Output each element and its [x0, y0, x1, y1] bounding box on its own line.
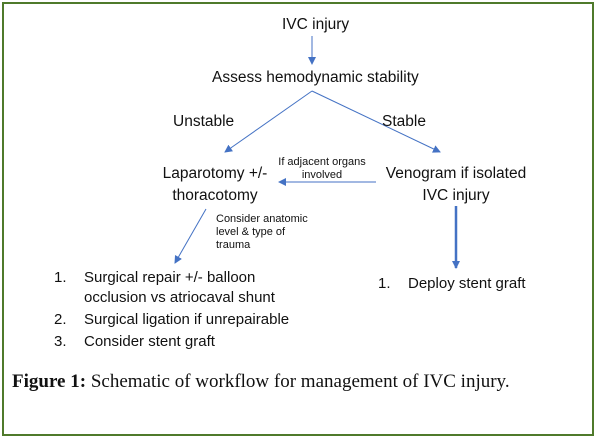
label-adjacent-organs-line1: If adjacent organs: [278, 156, 366, 168]
label-consider-line3: trauma: [216, 239, 251, 251]
left-step-2-num: 2.: [54, 311, 67, 328]
left-step-1-text: Surgical repair +/- balloon: [84, 269, 256, 286]
caption-label: Figure 1:: [12, 371, 87, 392]
right-step-1-num: 1.: [378, 275, 391, 292]
left-step-2-text: Surgical ligation if unrepairable: [84, 311, 290, 328]
right-steps-list: 1. Deploy stent graft: [378, 274, 526, 296]
left-steps-list: 1. Surgical repair +/- balloon occlusion…: [54, 268, 289, 354]
branch-label-stable: Stable: [382, 113, 426, 130]
node-root: IVC injury: [282, 16, 350, 33]
node-assess: Assess hemodynamic stability: [212, 69, 419, 86]
label-adjacent-organs-line2: involved: [301, 169, 343, 181]
left-step-1: 1. Surgical repair +/- balloon occlusion…: [54, 268, 289, 308]
figure-caption: Figure 1: Schematic of workflow for mana…: [12, 368, 577, 395]
left-step-1-num: 1.: [54, 269, 67, 286]
node-laparotomy-line1: Laparotomy +/-: [162, 165, 268, 182]
left-step-3-text: Consider stent graft: [84, 333, 215, 350]
arrow-assess-to-left: [224, 90, 313, 153]
branch-label-unstable: Unstable: [173, 113, 235, 130]
node-venogram: Venogram if isolated IVC injury: [376, 163, 536, 207]
left-step-3-num: 3.: [54, 333, 67, 350]
node-laparotomy: Laparotomy +/- thoracotomy: [140, 163, 290, 207]
node-venogram-line1: Venogram if isolated: [385, 165, 527, 182]
arrow-assess-to-right: [311, 90, 441, 153]
node-laparotomy-line2: thoracotomy: [172, 187, 258, 204]
left-step-3: 3. Consider stent graft: [54, 332, 289, 352]
label-consider-line2: level & type of: [216, 226, 286, 238]
left-step-1-cont: occlusion vs atriocaval shunt: [84, 289, 275, 306]
right-step-1-text: Deploy stent graft: [408, 275, 526, 292]
node-venogram-line2: IVC injury: [422, 187, 490, 204]
right-step-1: 1. Deploy stent graft: [378, 274, 526, 294]
caption-text: Schematic of workflow for management of …: [90, 371, 510, 392]
left-step-2: 2. Surgical ligation if unrepairable: [54, 310, 289, 330]
arrow-left-to-steps: [174, 208, 207, 264]
label-consider-anatomic: Consider anatomic level & type of trauma: [216, 213, 308, 252]
label-adjacent-organs: If adjacent organs involved: [272, 156, 372, 182]
label-consider-line1: Consider anatomic: [216, 213, 308, 225]
